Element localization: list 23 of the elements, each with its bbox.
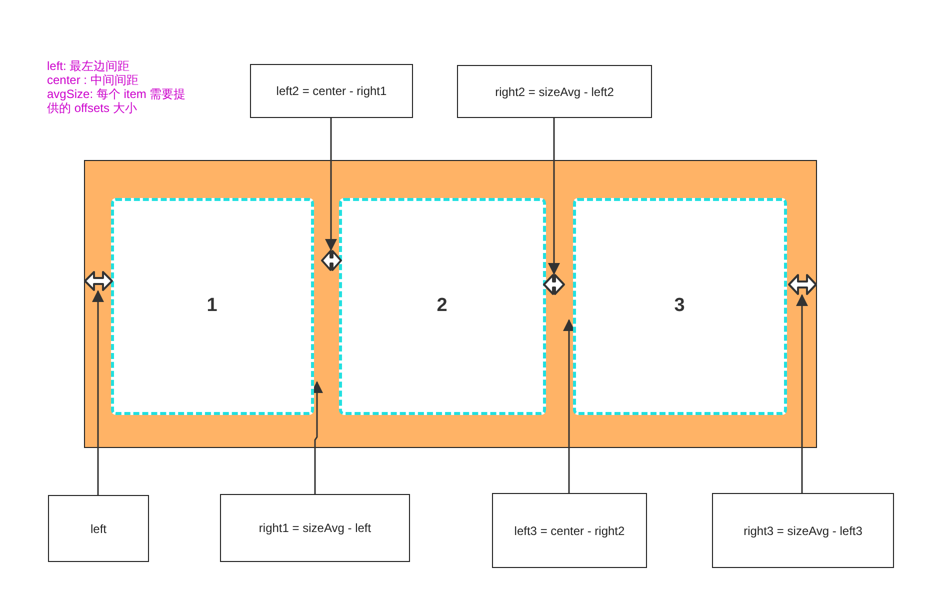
arrow <box>563 319 575 493</box>
arrow <box>796 294 808 493</box>
formula-box: left2 = center - right1 <box>250 64 413 118</box>
item-box: 2 <box>338 198 546 414</box>
formula-box: right1 = sizeAvg - left <box>220 494 410 562</box>
double-arrow-icon <box>542 274 564 294</box>
formula-box: left <box>48 495 149 562</box>
note-text: avgSize: 每个 item 需要提供的 offsets 大小 <box>47 87 187 115</box>
arrow <box>325 118 337 251</box>
container-box <box>84 160 817 448</box>
formula-box: right3 = sizeAvg - left3 <box>712 493 894 568</box>
item-box: 3 <box>572 198 786 414</box>
note-text: left: 最左边间距 <box>47 59 130 73</box>
double-arrow-icon <box>84 270 112 290</box>
double-arrow-icon <box>320 250 342 270</box>
note-text: center : 中间间距 <box>47 73 138 87</box>
item-box: 1 <box>110 198 314 414</box>
arrow <box>311 381 323 494</box>
formula-box: right2 = sizeAvg - left2 <box>457 65 652 118</box>
formula-box: left3 = center - right2 <box>492 493 647 568</box>
arrow <box>548 118 560 275</box>
double-arrow-icon <box>788 274 816 294</box>
arrow <box>92 290 104 495</box>
